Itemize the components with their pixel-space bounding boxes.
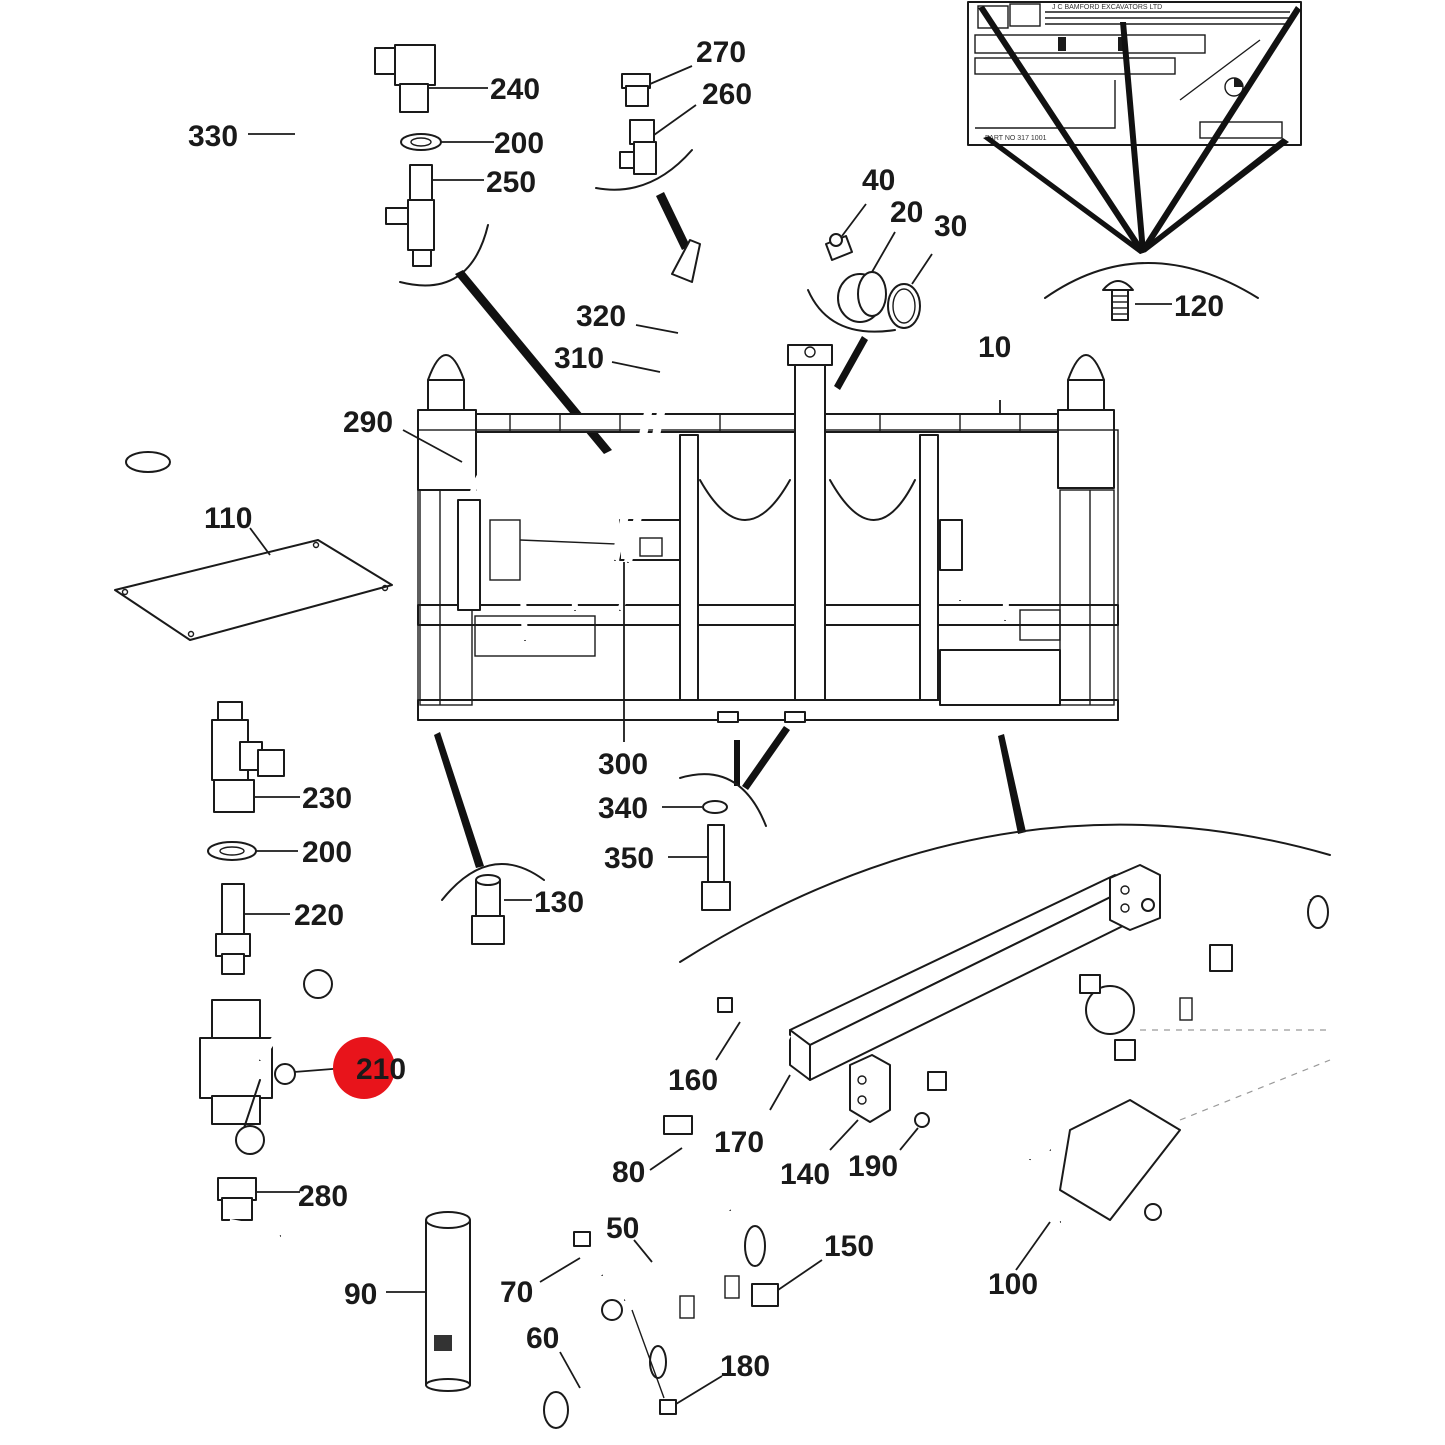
callout-30: 30 bbox=[934, 210, 967, 243]
bolt-130 bbox=[441, 863, 545, 945]
callout-340: 340 bbox=[598, 792, 648, 825]
valve-stack-left bbox=[199, 701, 346, 1249]
callout-310: 310 bbox=[554, 342, 604, 375]
highlight-marker-210 bbox=[333, 1037, 395, 1099]
callout-50: 50 bbox=[606, 1212, 639, 1245]
callout-100: 100 bbox=[988, 1268, 1038, 1301]
callout-20: 20 bbox=[890, 196, 923, 229]
callout-330: 330 bbox=[188, 120, 238, 153]
plate-leaders bbox=[978, 6, 1301, 299]
callout-80: 80 bbox=[612, 1156, 645, 1189]
callout-320: 320 bbox=[576, 300, 626, 333]
bolt-120 bbox=[1102, 280, 1172, 321]
callout-350: 350 bbox=[604, 842, 654, 875]
callout-110: 110 bbox=[204, 502, 252, 535]
hose-330 bbox=[120, 90, 317, 480]
callout-150: 150 bbox=[824, 1230, 874, 1263]
detail-assembly bbox=[539, 864, 1331, 1429]
callout-130: 130 bbox=[534, 886, 584, 919]
callout-290: 290 bbox=[343, 406, 393, 439]
svg-text:PART NO 317 1001: PART NO 317 1001 bbox=[985, 135, 1047, 142]
callout-60: 60 bbox=[526, 1322, 559, 1355]
leader-detail bbox=[998, 734, 1026, 834]
callout-200-left: 200 bbox=[302, 836, 352, 869]
callout-230: 230 bbox=[302, 782, 352, 815]
svg-text:J C BAMFORD EXCAVATORS LTD: J C BAMFORD EXCAVATORS LTD bbox=[1052, 4, 1162, 11]
callout-170: 170 bbox=[714, 1126, 764, 1159]
callout-220: 220 bbox=[294, 899, 344, 932]
leader-340-a bbox=[734, 740, 740, 786]
callout-10: 10 bbox=[978, 331, 1011, 364]
leader-bush-group bbox=[834, 336, 868, 390]
callout-70: 70 bbox=[500, 1276, 533, 1309]
leader-290 bbox=[402, 429, 463, 463]
main-frame-10 bbox=[417, 344, 1119, 723]
leader-260-group bbox=[656, 192, 690, 250]
callout-260: 260 bbox=[702, 78, 752, 111]
callout-labels: 10 20 30 40 50 60 70 80 90 100 110 120 1… bbox=[188, 36, 1224, 1383]
callout-280: 280 bbox=[298, 1180, 348, 1213]
hose-310-320 bbox=[611, 239, 701, 563]
seal-340-bolt-350 bbox=[662, 773, 767, 911]
leader-340-b bbox=[742, 726, 790, 790]
callout-140: 140 bbox=[780, 1158, 830, 1191]
leader-240-group bbox=[455, 270, 612, 454]
callout-160: 160 bbox=[668, 1064, 718, 1097]
bush-group-20-30-40 bbox=[807, 203, 933, 333]
fitting-stack-240-250 bbox=[374, 44, 494, 287]
pin-90 bbox=[386, 1211, 471, 1392]
leader-130 bbox=[434, 732, 484, 868]
fitting-stack-260-270 bbox=[595, 65, 697, 191]
callout-120: 120 bbox=[1174, 290, 1224, 323]
callout-210: 210 bbox=[356, 1053, 406, 1086]
callout-90: 90 bbox=[344, 1278, 377, 1311]
callout-250: 250 bbox=[486, 166, 536, 199]
callout-240: 240 bbox=[490, 73, 540, 106]
callout-190: 190 bbox=[848, 1150, 898, 1183]
plate-110 bbox=[114, 527, 393, 641]
callout-270: 270 bbox=[696, 36, 746, 69]
callout-300: 300 bbox=[598, 748, 648, 781]
callout-40: 40 bbox=[862, 164, 895, 197]
callout-180: 180 bbox=[720, 1350, 770, 1383]
detail-boundary bbox=[679, 823, 1331, 963]
callout-200-top: 200 bbox=[494, 127, 544, 160]
